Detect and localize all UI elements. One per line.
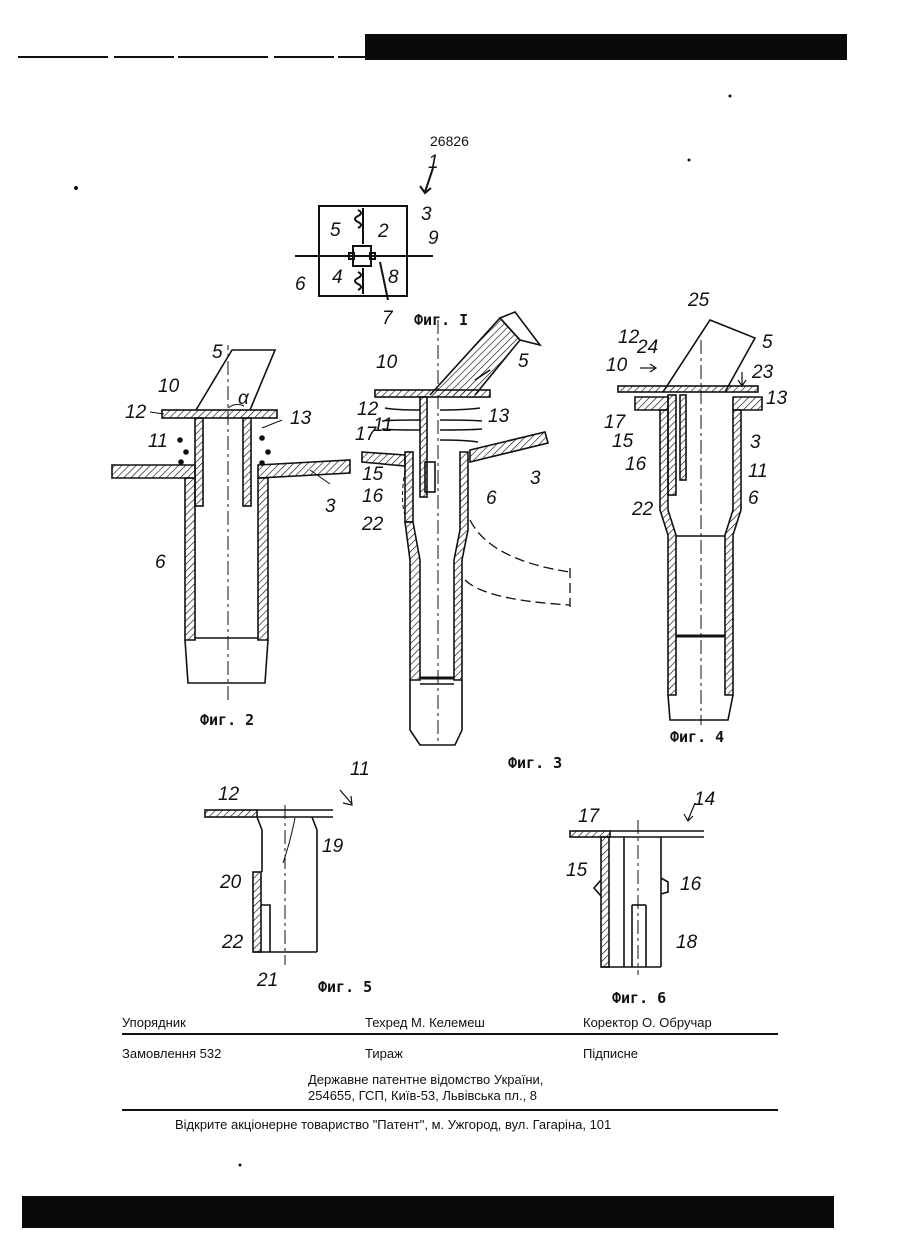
fig2-label-13: 13 (290, 408, 312, 429)
fig4-caption: Фиг. 4 (670, 728, 724, 746)
figure-1 (295, 168, 433, 300)
fig1-label-4: 4 (332, 267, 343, 288)
fig1-label-8: 8 (388, 267, 399, 288)
fig3-label-22: 22 (361, 514, 384, 535)
fig1-label-2: 2 (377, 221, 389, 242)
fig3-label-16: 16 (362, 486, 384, 507)
footer-circulation: Тираж (365, 1046, 403, 1061)
fig2-caption: Фиг. 2 (200, 711, 254, 729)
fig4-label-13: 13 (766, 388, 788, 409)
fig4-label-5: 5 (762, 332, 773, 353)
fig5-label-11: 11 (350, 759, 370, 780)
fig3-label-15: 15 (362, 464, 384, 485)
fig4-label-11: 11 (748, 461, 768, 482)
footer-compiler: Упорядник (122, 1015, 186, 1030)
fig3-caption: Фиг. 3 (508, 754, 562, 772)
fig3-label-10: 10 (376, 352, 398, 373)
fig6-caption: Фиг. 6 (612, 989, 666, 1007)
fig5-label-22: 22 (221, 932, 244, 953)
fig2-label-11: 11 (148, 431, 168, 452)
fig6-label-14: 14 (694, 789, 715, 810)
fig2-label-10: 10 (158, 376, 180, 397)
figure-2 (112, 345, 350, 700)
fig4-label-15: 15 (612, 431, 634, 452)
fig3-label-5: 5 (518, 351, 529, 372)
fig2-label-5: 5 (212, 342, 223, 363)
fig5-label-21: 21 (256, 970, 278, 991)
footer-office-line2: 254655, ГСП, Київ-53, Львівська пл., 8 (308, 1088, 537, 1103)
footer-publisher: Відкрите акціонерне товариство "Патент",… (175, 1117, 611, 1132)
fig3-label-6: 6 (486, 488, 497, 509)
fig4-label-22: 22 (631, 499, 654, 520)
patent-number: 26826 (430, 133, 469, 149)
fig3-label-13: 13 (488, 406, 510, 427)
fig1-label-6: 6 (295, 274, 306, 295)
fig2-angle-label: α (238, 388, 250, 409)
fig6-label-16: 16 (680, 874, 702, 895)
fig6-label-18: 18 (676, 932, 698, 953)
fig4-label-16: 16 (625, 454, 647, 475)
fig1-label-7: 7 (382, 308, 394, 329)
fig2-label-6: 6 (155, 552, 166, 573)
fig3-label-3: 3 (530, 468, 541, 489)
footer-divider-2 (122, 1109, 778, 1111)
fig5-label-12: 12 (218, 784, 240, 805)
fig4-label-3: 3 (750, 432, 761, 453)
fig1-label-3: 3 (421, 204, 432, 225)
fig4-label-25: 25 (687, 290, 710, 311)
footer-divider-1 (122, 1033, 778, 1035)
fig2-label-3: 3 (325, 496, 336, 517)
fig1-label-9: 9 (428, 228, 439, 249)
scan-bar-bottom (22, 1196, 834, 1228)
footer-proofreader: Коректор О. Обручар (583, 1015, 712, 1030)
fig2-label-12: 12 (125, 402, 147, 423)
fig4-label-10: 10 (606, 355, 628, 376)
footer-tech-editor: Техред М. Келемеш (365, 1015, 485, 1030)
fig6-label-15: 15 (566, 860, 588, 881)
fig4-label-17: 17 (604, 412, 627, 433)
figure-3 (362, 312, 570, 745)
fig4-label-23: 23 (751, 362, 774, 383)
fig4-label-6: 6 (748, 488, 759, 509)
fig3-label-17: 17 (355, 424, 378, 445)
scan-bar-top (365, 34, 847, 60)
fig5-label-20: 20 (219, 872, 242, 893)
footer-subscription: Підписне (583, 1046, 638, 1061)
fig5-label-19: 19 (322, 836, 344, 857)
fig6-label-17: 17 (578, 806, 601, 827)
footer-order: Замовлення 532 (122, 1046, 221, 1061)
fig1-label-1: 1 (428, 152, 439, 173)
fig1-label-5: 5 (330, 220, 341, 241)
fig1-caption: Фиг. I (414, 311, 468, 329)
fig5-caption: Фиг. 5 (318, 978, 372, 996)
figure-4 (618, 320, 762, 725)
fig4-label-24: 24 (636, 337, 658, 358)
footer-office-line1: Державне патентне відомство України, (308, 1072, 543, 1087)
